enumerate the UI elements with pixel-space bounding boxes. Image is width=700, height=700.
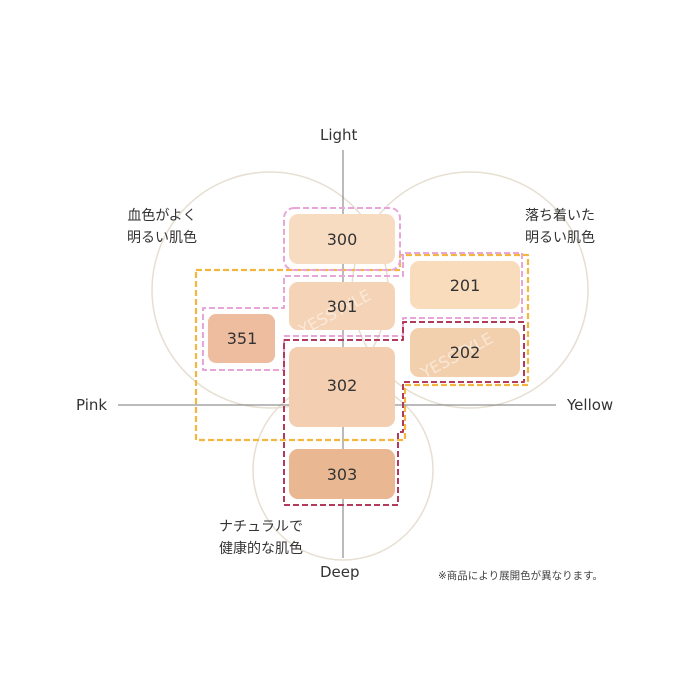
description-line: 落ち着いた — [525, 208, 595, 224]
description-top-right: 落ち着いた 明るい肌色 — [510, 205, 610, 249]
axis-label-yellow: Yellow — [567, 396, 614, 414]
yellow-group-outline — [194, 253, 530, 442]
availability-note: ※商品により展開色が異なります。 — [438, 570, 604, 582]
shade-label-351: 351 — [227, 329, 258, 348]
axis-label-light: Light — [320, 126, 358, 144]
shade-label-202: 202 — [450, 343, 481, 362]
pink-group-300 — [283, 207, 401, 271]
shade-label-303: 303 — [327, 465, 358, 484]
axis-label-pink: Pink — [76, 396, 108, 414]
swatch-300 — [289, 214, 395, 264]
axis-label-deep: Deep — [320, 563, 360, 581]
red-group-outline — [283, 321, 525, 506]
description-line: 健康的な肌色 — [219, 541, 303, 557]
swatch-301 — [289, 282, 395, 330]
description-line: 血色がよく — [127, 208, 197, 224]
description-bottom: ナチュラルで 健康的な肌色 — [205, 516, 317, 560]
description-top-left: 血色がよく 明るい肌色 — [112, 205, 212, 249]
swatch-303 — [289, 449, 395, 499]
shade-label-201: 201 — [450, 276, 481, 295]
shade-label-302: 302 — [327, 376, 358, 395]
swatch-351 — [208, 314, 275, 363]
description-line: 明るい肌色 — [127, 230, 197, 246]
description-line: ナチュラルで — [219, 519, 303, 535]
swatch-201 — [410, 261, 520, 309]
swatch-302 — [289, 347, 395, 427]
swatch-202 — [410, 328, 520, 377]
shade-label-301: 301 — [327, 297, 358, 316]
description-line: 明るい肌色 — [525, 230, 595, 246]
shade-label-300: 300 — [327, 230, 358, 249]
